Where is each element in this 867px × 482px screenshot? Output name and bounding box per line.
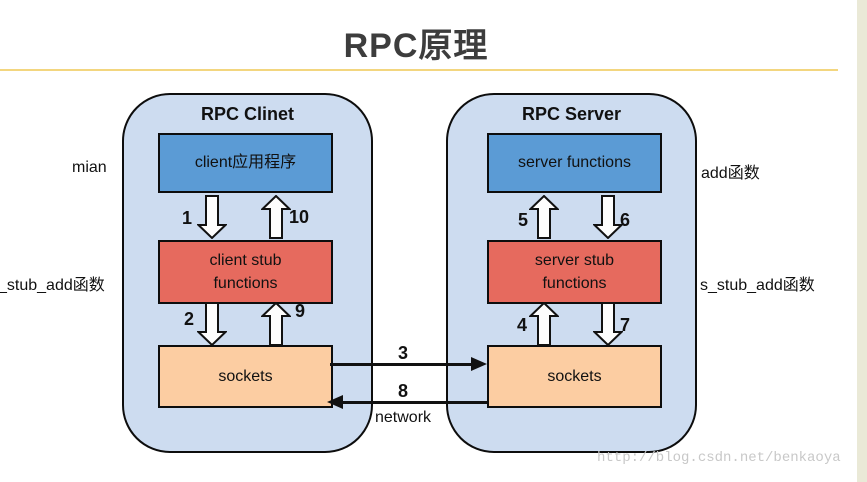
server-stub-box: server stub functions [487, 240, 662, 304]
client-stub-label-line1: client stub [209, 251, 282, 269]
arrow-down-step2-icon [197, 302, 227, 346]
step-label-2: 2 [184, 309, 195, 329]
client-sockets-label: sockets [218, 367, 273, 385]
network-label: network [375, 409, 432, 426]
arrow-up-step5-icon [529, 195, 559, 239]
label-main: mian [72, 159, 107, 176]
client-panel-title: RPC Clinet [200, 104, 294, 124]
arrow-left-step8-line [343, 401, 487, 404]
server-functions-box: server functions [487, 133, 662, 193]
client-app-label: client应用程序 [194, 154, 297, 172]
step-label-6: 6 [620, 210, 631, 230]
label-client-stub-add: _stub_add函数 [0, 277, 105, 294]
arrow-up-step4-icon [529, 302, 559, 346]
step-label-3: 3 [398, 343, 409, 363]
client-stub-box: client stub functions [158, 240, 333, 304]
label-add-function: add函数 [701, 165, 760, 182]
server-stub-label-line1: server stub [534, 251, 615, 269]
arrow-left-step8-head-icon [327, 395, 343, 409]
client-stub-label-line2: functions [213, 275, 278, 292]
arrow-down-step6-icon [593, 195, 623, 239]
step-label-1: 1 [182, 208, 193, 228]
step-label-4: 4 [517, 315, 528, 335]
step-label-9: 9 [295, 301, 306, 321]
right-edge-strip [857, 0, 867, 482]
arrow-right-step3-line [330, 363, 473, 366]
client-sockets-box: sockets [158, 345, 333, 408]
arrow-down-step1-icon [197, 195, 227, 239]
title-underline [0, 69, 838, 71]
arrow-up-step10-icon [261, 195, 291, 239]
arrow-right-step3-head-icon [471, 357, 487, 371]
arrow-up-step9-icon [261, 302, 291, 346]
step-label-5: 5 [518, 210, 529, 230]
server-functions-label: server functions [518, 154, 631, 172]
step-label-10: 10 [289, 207, 310, 227]
client-app-box: client应用程序 [158, 133, 333, 193]
page-title: RPC原理 [343, 27, 489, 65]
step-label-7: 7 [620, 315, 631, 335]
server-sockets-label: sockets [547, 367, 602, 385]
label-server-stub-add: s_stub_add函数 [700, 277, 815, 294]
server-stub-label-line2: functions [542, 275, 607, 292]
watermark: http://blog.csdn.net/benkaoya [597, 450, 841, 466]
server-sockets-box: sockets [487, 345, 662, 408]
arrow-down-step7-icon [593, 302, 623, 346]
server-panel-title: RPC Server [521, 104, 622, 124]
step-label-8: 8 [398, 381, 409, 401]
